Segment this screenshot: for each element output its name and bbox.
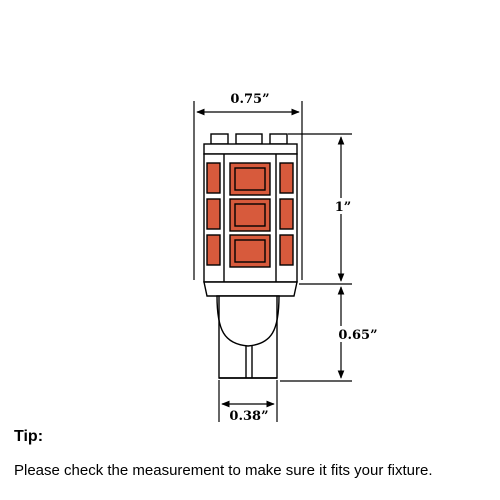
base-height-label: 0.65” xyxy=(338,328,377,343)
led-chip xyxy=(206,162,221,194)
bulb-dome xyxy=(216,295,280,347)
bulb-cap xyxy=(203,143,298,155)
bulb-collar xyxy=(203,281,298,297)
top-chip-right xyxy=(269,133,288,145)
led-chip xyxy=(279,162,294,194)
body-height-label: 1” xyxy=(335,200,352,215)
top-width-label: 0.75” xyxy=(230,92,269,107)
led-chip xyxy=(279,198,294,230)
tip-heading: Tip: xyxy=(14,428,44,445)
led-bulb xyxy=(203,133,298,379)
dimension-lines xyxy=(193,101,352,422)
led-chip xyxy=(279,234,294,266)
top-chip-left xyxy=(210,133,229,145)
led-chip xyxy=(206,234,221,266)
led-chip xyxy=(206,198,221,230)
top-chip-center xyxy=(235,133,263,145)
tip-text: Please check the measurement to make sur… xyxy=(14,462,433,479)
base-width-label: 0.38” xyxy=(229,409,268,424)
